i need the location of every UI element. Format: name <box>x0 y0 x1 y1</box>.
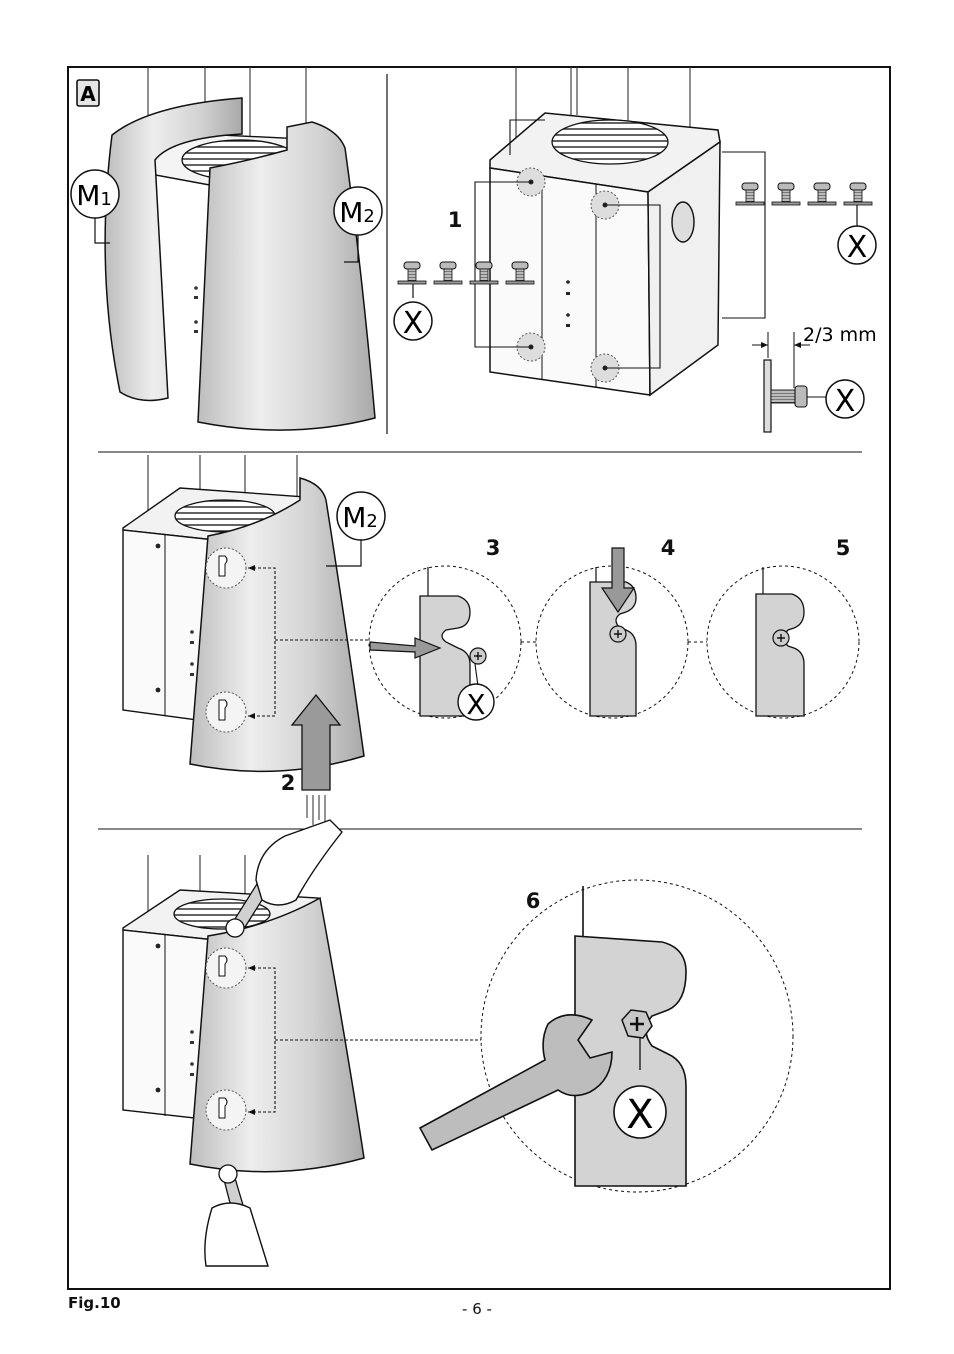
detail-step-4 <box>536 548 688 718</box>
step-6-label: 6 <box>526 889 541 913</box>
step-3-label: 3 <box>486 536 501 560</box>
gap-label: 2/3 mm <box>803 324 877 346</box>
panel-label-badge: A <box>77 80 99 106</box>
detail-step-6: X <box>420 880 793 1192</box>
page-number: - 6 - <box>0 1300 954 1318</box>
svg-text:X: X <box>847 230 868 265</box>
svg-text:X: X <box>626 1092 653 1138</box>
svg-text:X: X <box>835 384 856 419</box>
svg-text:X: X <box>403 306 424 341</box>
detail-step-3: X <box>369 566 521 721</box>
callout-x-right: X <box>838 226 876 265</box>
step-2-label: 2 <box>281 771 296 795</box>
motor-box <box>475 67 765 395</box>
screw-row-right <box>736 183 872 226</box>
step-4-label: 4 <box>661 536 676 560</box>
step-1-label: 1 <box>448 208 463 232</box>
hood-hooking-assembly <box>123 455 373 826</box>
gap-detail <box>752 332 826 432</box>
callout-x-gap: X <box>826 380 864 419</box>
detail-step-5 <box>707 566 859 718</box>
hood-tightening-assembly <box>123 820 482 1266</box>
hood-shells-m1-m2 <box>105 67 375 430</box>
callout-x-left: X <box>394 302 432 341</box>
step-5-label: 5 <box>836 536 851 560</box>
svg-text:X: X <box>466 688 485 721</box>
panel-label-a: A <box>80 82 96 106</box>
